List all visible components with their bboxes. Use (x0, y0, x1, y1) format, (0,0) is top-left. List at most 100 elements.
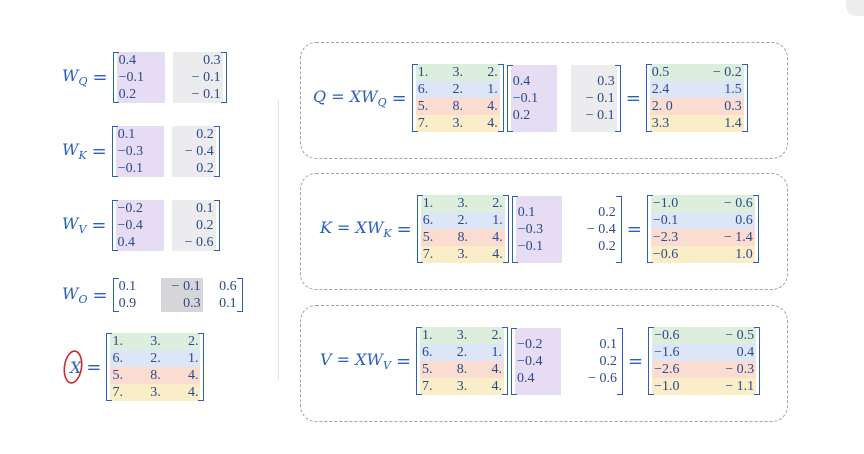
equals-sign: = (395, 350, 412, 372)
equals-sign: = (396, 218, 412, 240)
matrix-cell: 0.2 (196, 127, 214, 142)
x-row-1: 1.3.2. (420, 195, 505, 212)
equals-sign: = (92, 67, 108, 88)
wo-matrix: 0.1 0.9 − 0.1 0.3 0.6 0.1 (112, 278, 243, 312)
x-row-3: 5.8.4. (420, 361, 505, 378)
matrix-cell: 0.2 (599, 353, 618, 369)
result-row: −1.0− 0.6 (650, 195, 755, 212)
equals-sign: = (626, 218, 642, 240)
matrix-cell: −0.1 (117, 161, 144, 176)
x-row-4: 7.3.4. (415, 115, 500, 132)
x-row-1: 1.3.2. (415, 64, 500, 81)
matrix-cell: 0.2 (196, 161, 214, 176)
result-row: 0.5− 0.2 (649, 64, 744, 81)
equals-sign: = (92, 284, 108, 306)
matrix-cell: 0.1 (117, 127, 136, 142)
x-rows: 1.3.2. 6.2.1. 5.8.4. 7.3.4. (110, 333, 201, 401)
v-x-matrix: 1.3.2. 6.2.1. 5.8.4. 7.3.4. (416, 327, 509, 395)
matrix-cell: − 0.4 (586, 221, 616, 237)
matrix-cell: −0.4 (517, 353, 543, 369)
wo-column-3: 0.6 0.1 (209, 278, 239, 312)
k-x-matrix: 1.3.2. 6.2.1. 5.8.4. 7.3.4. (416, 195, 509, 263)
matrix-cell: 0.3 (203, 53, 221, 68)
matrix-cell: −0.3 (117, 144, 144, 159)
v-lhs: V = XWV (320, 349, 391, 373)
q-wq-matrix: 0.4 −0.1 0.2 0.3 − 0.1 − 0.1 (506, 64, 621, 132)
matrix-cell: 0.2 (598, 238, 616, 254)
k-equation: K = XWK = 1.3.2. 6.2.1. 5.8.4. 7.3.4. 0.… (320, 195, 759, 263)
x-definition: X = 1.3.2. 6.2.1. 5.8.4. 7.3.4. (70, 333, 205, 401)
matrix-cell: −0.1 (512, 90, 539, 106)
wv-symbol: WV (62, 214, 87, 237)
x-symbol: X (70, 357, 82, 377)
matrix-cell: − 0.1 (585, 90, 615, 106)
q-equation-box (300, 42, 788, 159)
result-row: −2.3− 1.4 (650, 229, 755, 246)
wq-symbol: WQ (62, 66, 88, 89)
matrix-cell: 0.2 (512, 107, 531, 123)
result-row: −1.0− 1.1 (652, 378, 757, 395)
matrix-cell: −0.2 (117, 201, 143, 216)
matrix-cell: −0.2 (517, 336, 543, 352)
q-equation: Q = XWQ = 1.3.2. 6.2.1. 5.8.4. 7.3.4. 0.… (313, 64, 748, 132)
matrix-cell: 0.4 (117, 235, 136, 250)
matrix-cell: − 0.1 (171, 279, 201, 294)
matrix-cell: − 0.1 (191, 70, 221, 85)
matrix-cell: − 0.4 (184, 144, 214, 159)
wv-definition: WV = −0.2 −0.4 0.4 0.1 0.2 − 0.6 (62, 200, 220, 251)
matrix-cell: −0.1 (118, 70, 144, 85)
x-row-2: 6.2.1. (415, 81, 500, 98)
result-row: −0.6− 0.5 (652, 327, 757, 344)
wq-definition: WQ = 0.4 −0.1 0.2 0.3 − 0.1 − 0.1 (62, 52, 227, 103)
matrix-cell: − 0.1 (585, 107, 615, 123)
x-row-4: 7.3.4. (420, 246, 505, 263)
x-row-3: 5.8.4. (420, 229, 505, 246)
x-row-1: 1.3.2. (110, 333, 201, 350)
matrix-cell: 0.4 (118, 53, 137, 68)
matrix-cell: 0.1 (196, 201, 214, 216)
matrix-cell: −0.3 (517, 221, 544, 237)
matrix-cell: − 0.6 (588, 370, 618, 386)
equals-sign: = (86, 356, 102, 378)
equals-sign: = (391, 87, 407, 109)
wo-column-1: 0.1 0.9 (117, 278, 155, 312)
x-matrix: 1.3.2. 6.2.1. 5.8.4. 7.3.4. (106, 333, 205, 401)
equals-sign: = (91, 141, 107, 162)
equals-sign: = (628, 350, 644, 372)
k-wk-matrix: 0.1 −0.3 −0.1 0.2 − 0.4 0.2 (511, 195, 622, 263)
matrix-cell: − 0.1 (191, 87, 221, 102)
matrix-cell: 0.4 (517, 370, 535, 386)
wk-symbol: WK (62, 140, 87, 163)
k-lhs: K = XWK (320, 217, 392, 241)
wk-column-1: 0.1 −0.3 −0.1 (115, 126, 164, 177)
matrix-cell: 0.4 (512, 73, 531, 89)
matrix-cell: 0.3 (597, 73, 615, 89)
matrix-cell: −0.1 (517, 238, 544, 254)
matrix-cell: 0.6 (219, 279, 237, 294)
window-corner-control[interactable] (846, 0, 864, 16)
wv-column-1: −0.2 −0.4 0.4 (115, 200, 164, 251)
x-row-1: 1.3.2. (420, 327, 505, 344)
x-row-2: 6.2.1. (420, 212, 505, 229)
wv-matrix: −0.2 −0.4 0.4 0.1 0.2 − 0.6 (111, 200, 220, 251)
matrix-cell: −0.4 (117, 218, 143, 233)
x-row-3: 5.8.4. (415, 98, 500, 115)
matrix-cell: 0.1 (118, 279, 137, 294)
result-row: −2.6− 0.3 (652, 361, 757, 378)
x-row-2: 6.2.1. (110, 350, 201, 367)
wv-column-2: 0.1 0.2 − 0.6 (171, 200, 216, 251)
matrix-cell: − 0.6 (184, 235, 214, 250)
wk-definition: WK = 0.1 −0.3 −0.1 0.2 − 0.4 0.2 (62, 126, 220, 177)
wo-column-2: − 0.1 0.3 (160, 278, 203, 312)
k-equation-box (300, 173, 788, 290)
matrix-cell: 0.1 (219, 296, 237, 311)
x-row-4: 7.3.4. (420, 378, 505, 395)
q-lhs: Q = XWQ (313, 86, 387, 110)
